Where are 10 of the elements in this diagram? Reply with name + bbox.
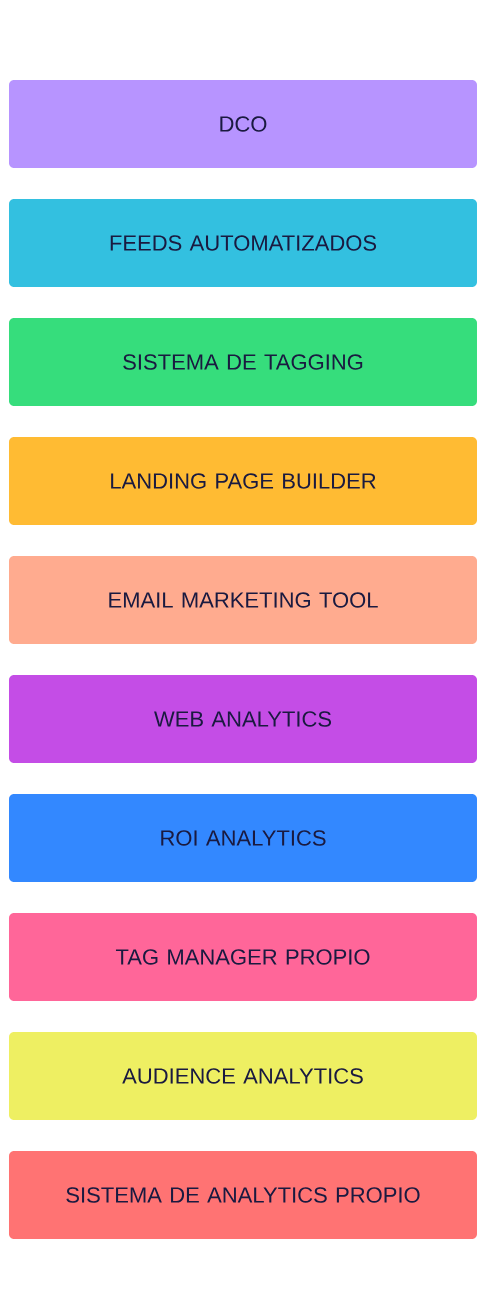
label-box: SISTEMA DE ANALYTICS PROPIO (9, 1151, 477, 1239)
label-box: FEEDS AUTOMATIZADOS (9, 199, 477, 287)
label-box: SISTEMA DE TAGGING (9, 318, 477, 406)
label-box: DCO (9, 80, 477, 168)
label-box: WEB ANALYTICS (9, 675, 477, 763)
label-box: ROI ANALYTICS (9, 794, 477, 882)
label-box: AUDIENCE ANALYTICS (9, 1032, 477, 1120)
label-box: TAG MANAGER PROPIO (9, 913, 477, 1001)
label-box: EMAIL MARKETING TOOL (9, 556, 477, 644)
label-box: LANDING PAGE BUILDER (9, 437, 477, 525)
